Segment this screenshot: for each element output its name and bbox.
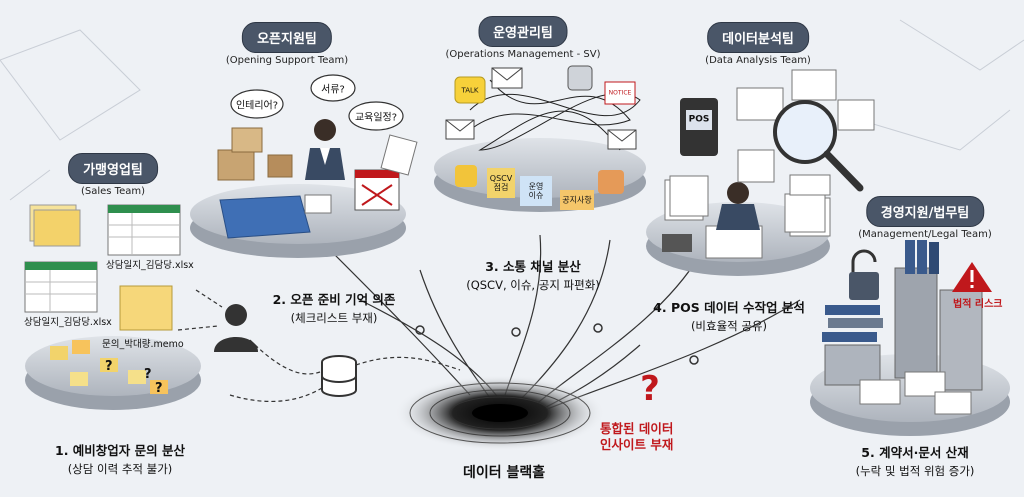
issue-desc: (QSCV, 이슈, 공지 파편화) (466, 278, 600, 292)
svg-text:?: ? (640, 369, 660, 409)
issue-title: 4. POS 데이터 수작업 분석 (653, 300, 805, 315)
notice-sticky (560, 190, 594, 210)
memo-icon (119, 285, 173, 331)
platform-sales (24, 204, 201, 410)
background-network (0, 19, 1024, 201)
warning-icon (952, 262, 992, 292)
svg-text:?: ? (155, 381, 163, 396)
issue-4: 4. POS 데이터 수작업 분석 (비효율적 공유) (653, 297, 805, 334)
issue-sticky (520, 176, 552, 206)
platform-data (646, 175, 831, 276)
loose-papers (859, 371, 972, 415)
question-mark-stickies: ? ? ? (105, 359, 163, 396)
file-cabinet (894, 267, 938, 379)
team-pill: 가맹영업팀 (68, 153, 158, 184)
sticky-notes (50, 340, 168, 394)
phone-icon (567, 65, 593, 91)
padlock-icon (849, 249, 879, 300)
thought-bubbles (230, 74, 404, 131)
issue-desc: (체크리스트 부재) (290, 311, 378, 325)
spreadsheet-icon (107, 204, 181, 256)
issue-1: 1. 예비창업자 문의 분산 (상담 이력 추적 불가) (55, 440, 185, 477)
team-pill: 운영관리팀 (478, 16, 568, 47)
issue-title: 1. 예비창업자 문의 분산 (54, 443, 186, 458)
issue-title: 2. 오픈 준비 기억 의존 (272, 292, 396, 307)
bubble-documents: 서류? (321, 84, 345, 96)
black-hole (395, 375, 605, 451)
blueprint (219, 195, 311, 239)
spreadsheet-icon (24, 261, 98, 313)
svg-text:?: ? (144, 367, 152, 382)
notice-label: NOTICE (608, 89, 632, 97)
talk-icon (454, 76, 486, 104)
team-subtitle: (Management/Legal Team) (858, 229, 992, 240)
paper-stack (29, 204, 81, 247)
qscv-sticky (487, 168, 515, 198)
team-subtitle: (Data Analysis Team) (705, 55, 811, 66)
talk-label: TALK (461, 86, 479, 95)
issue-desc: (누락 및 법적 위험 증가) (855, 464, 975, 478)
team-pill: 데이터분석팀 (707, 22, 809, 53)
file-cabinet (939, 289, 983, 391)
team-operations: 운영관리팀 (Operations Management - SV) (446, 16, 601, 60)
team-pill: 경영지원/법무팀 (865, 196, 985, 227)
magnifier-icon (773, 100, 864, 192)
team-subtitle: (Sales Team) (80, 186, 146, 197)
calendar-icon (354, 169, 400, 211)
notice-kr-label: 공지사항 (562, 195, 592, 205)
stressed-analyst (716, 182, 760, 230)
issue-title: 3. 소통 채널 분산 (485, 259, 581, 274)
book-stack (822, 305, 883, 386)
mail-icon (445, 67, 637, 150)
platform-legal (810, 240, 1010, 436)
database-icon (321, 355, 357, 397)
platform-operations (434, 79, 646, 212)
team-pill: 오픈지원팀 (242, 22, 332, 53)
issue-label: 운영 이슈 (528, 182, 544, 200)
team-data: 데이터분석팀 (Data Analysis Team) (705, 22, 811, 66)
team-sales: 가맹영업팀 (Sales Team) (68, 153, 158, 197)
team-legal: 경영지원/법무팀 (Management/Legal Team) (858, 196, 992, 240)
issue-5: 5. 계약서·문서 산재 (누락 및 법적 위험 증가) (856, 442, 975, 479)
pos-terminal-icon (680, 98, 718, 156)
qscv-label: QSCV 점검 (489, 174, 513, 192)
team-subtitle: (Operations Management - SV) (445, 49, 601, 60)
issue-title: 5. 계약서·문서 산재 (861, 445, 969, 460)
pos-label: POS (688, 114, 710, 125)
stressed-person (305, 119, 345, 180)
paper-stacks (664, 175, 831, 237)
binders (905, 240, 939, 274)
file-label-2: 상담일지_김담당.xlsx (24, 317, 112, 328)
bubble-interior: 인테리어? (235, 100, 279, 112)
calculator-icon (662, 234, 692, 252)
file-label-1: 상담일지_김담당.xlsx (106, 260, 194, 271)
chart-papers (705, 225, 763, 259)
black-hole-label: 데이터 블랙홀 (463, 465, 546, 481)
svg-text:?: ? (105, 359, 113, 374)
documents (304, 134, 418, 214)
notice-icon (604, 81, 636, 105)
tangled-lines (469, 79, 641, 151)
team-subtitle: (Opening Support Team) (225, 55, 349, 66)
question-mark-icon: ? (640, 369, 660, 409)
phone-sticky (455, 165, 477, 187)
person-icon (214, 304, 258, 352)
issue-2: 2. 오픈 준비 기억 의존 (체크리스트 부재) (273, 289, 396, 326)
insight-missing: 통합된 데이터 인사이트 부재 (600, 421, 673, 453)
legal-risk-label: 법적 리스크 (953, 299, 1003, 310)
dashed-arrows (177, 289, 461, 403)
thread-knots (415, 323, 699, 365)
memo-label: 문의_박대량.memo (102, 339, 184, 350)
phone-icon (598, 170, 624, 194)
issue-desc: (상담 이력 추적 불가) (67, 462, 173, 476)
issue-desc: (비효율적 공유) (690, 319, 768, 333)
team-opening: 오픈지원팀 (Opening Support Team) (226, 22, 348, 66)
insight-text: 통합된 데이터 인사이트 부재 (600, 421, 674, 452)
platform-opening (190, 119, 418, 258)
issue-3: 3. 소통 채널 분산 (QSCV, 이슈, 공지 파편화) (466, 256, 600, 293)
bubble-training: 교육일정? (354, 112, 398, 124)
boxes (217, 127, 293, 181)
chart-sheets (736, 69, 875, 196)
